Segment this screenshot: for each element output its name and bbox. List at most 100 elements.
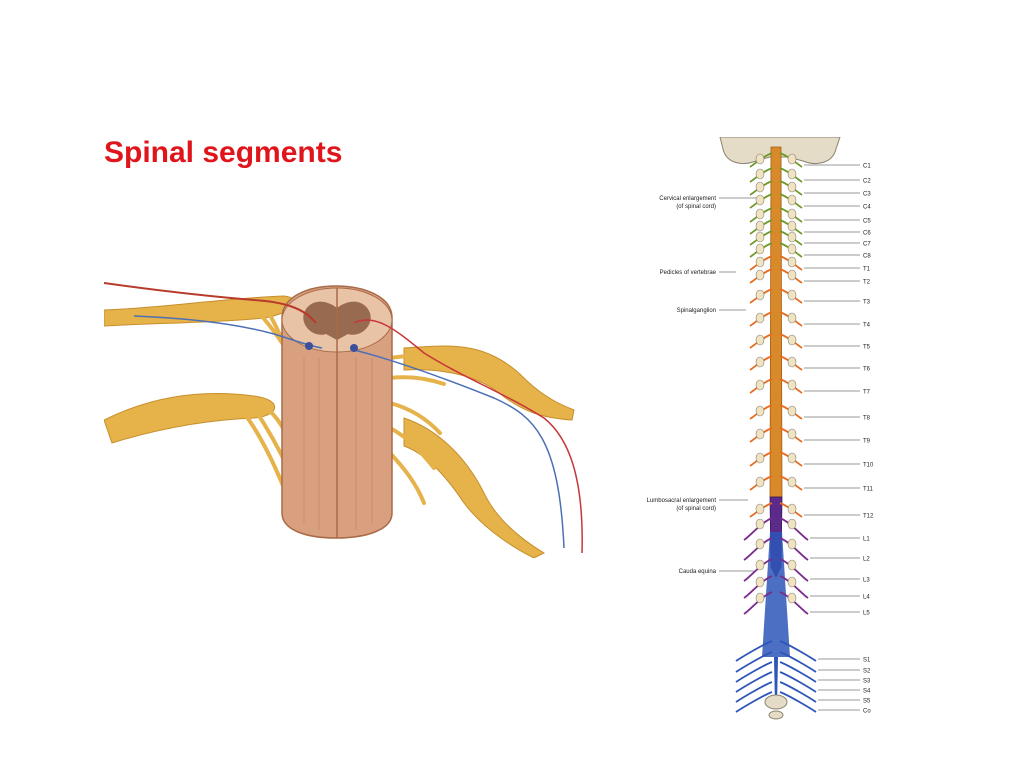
red-axon — [104, 282, 317, 324]
ganglion-left-C3 — [755, 181, 765, 193]
nerve-root-right-S1 — [779, 640, 817, 662]
segment-label-T4: T4 — [863, 323, 871, 329]
ganglion-left-T6 — [755, 356, 765, 368]
nerve-root-left-Co — [735, 691, 773, 713]
spinal-cord-column — [735, 146, 817, 720]
segment-label-L3: L3 — [863, 578, 870, 584]
segment-label-L5: L5 — [863, 611, 870, 617]
ganglion-left-C2 — [755, 168, 765, 180]
cauda-equina-label: Cauda equina — [679, 569, 717, 575]
ganglion-right-C4 — [787, 194, 797, 206]
segment-label-L4: L4 — [863, 595, 870, 601]
nerve-root-right-L2 — [779, 537, 809, 561]
ganglion-left-L2 — [755, 538, 765, 550]
segment-label-S3: S3 — [863, 679, 871, 685]
nerve-root-left-S2 — [735, 651, 773, 673]
segment-label-T6: T6 — [863, 367, 871, 373]
ganglion-right-T12 — [787, 503, 797, 515]
nerve-root-right-Co — [779, 691, 817, 713]
segment-label-T10: T10 — [863, 463, 874, 469]
lumbosacral-enlargement-label: Lumbosacral enlargement — [647, 498, 717, 504]
ganglion-left-T1 — [755, 256, 765, 268]
nerve-root-right-S4 — [779, 671, 817, 693]
ganglion-right-T5 — [787, 334, 797, 346]
ganglion-left-L3 — [755, 559, 765, 571]
ganglion-right-C5 — [787, 208, 797, 220]
ganglion-right-T2 — [787, 269, 797, 281]
nerve-root-right-S5 — [779, 681, 817, 703]
ganglion-right-L5 — [787, 592, 797, 604]
ganglion-left-T11 — [755, 476, 765, 488]
ganglion-right-L3 — [787, 559, 797, 571]
segment-label-S1: S1 — [863, 658, 871, 664]
ganglion-left-C4 — [755, 194, 765, 206]
ganglion-left-T8 — [755, 405, 765, 417]
slide-title: Spinal segments — [104, 136, 343, 169]
spinal-cord-segments-diagram: Cervical enlargement (of spinal cord) Pedi… — [588, 137, 886, 727]
ganglion-left-C1 — [755, 153, 765, 165]
red-axon-right — [353, 319, 583, 554]
ganglion-right-L2 — [787, 538, 797, 550]
ganglion-left-L4 — [755, 576, 765, 588]
ganglion-left-T9 — [755, 428, 765, 440]
ganglion-right-L1 — [787, 518, 797, 530]
lower-right-spinal-nerve — [403, 417, 546, 558]
ganglion-right-T3 — [787, 289, 797, 301]
segment-label-C3: C3 — [863, 192, 871, 198]
nerve-root-left-S3 — [735, 661, 773, 683]
nerve-root-left-S4 — [735, 671, 773, 693]
segment-label-L2: L2 — [863, 557, 870, 563]
ganglion-left-L1 — [755, 518, 765, 530]
coccyx-bone-lower — [768, 710, 784, 720]
segment-label-T2: T2 — [863, 280, 871, 286]
ganglion-right-C8 — [787, 243, 797, 255]
filum-terminale — [774, 657, 778, 707]
ganglion-left-C6 — [755, 220, 765, 232]
nerve-root-right-S2 — [779, 651, 817, 673]
ganglion-left-T12 — [755, 503, 765, 515]
blue-axon-right — [353, 349, 565, 549]
segment-label-S5: S5 — [863, 699, 871, 705]
segment-label-L1: L1 — [863, 537, 870, 543]
nerve-root-left-L5 — [743, 591, 773, 615]
segment-label-C4: C4 — [863, 205, 871, 211]
ganglion-right-C6 — [787, 220, 797, 232]
lumbosacral-enlargement-sublabel: (of spinal cord) — [676, 506, 716, 512]
ganglion-right-C7 — [787, 231, 797, 243]
nerve-root-left-S5 — [735, 681, 773, 703]
segment-label-Co: Co — [863, 709, 871, 715]
cauda-equina-fibers — [762, 532, 790, 657]
nerve-root-left-L1 — [743, 517, 773, 541]
ganglion-left-T4 — [755, 312, 765, 324]
nerve-root-right-S3 — [779, 661, 817, 683]
segment-label-C2: C2 — [863, 179, 871, 185]
ganglion-left-C8 — [755, 243, 765, 255]
upper-right-spinal-nerve — [403, 345, 575, 421]
ganglion-left-T7 — [755, 379, 765, 391]
segment-label-C8: C8 — [863, 254, 871, 260]
segment-label-S2: S2 — [863, 669, 871, 675]
ganglion-right-T6 — [787, 356, 797, 368]
ganglion-right-T11 — [787, 476, 797, 488]
cervical-enlargement-label: Cervical enlargement — [659, 196, 716, 202]
nerve-root-right-L5 — [779, 591, 809, 615]
segment-label-T5: T5 — [863, 345, 871, 351]
ganglion-right-T8 — [787, 405, 797, 417]
ganglion-right-C2 — [787, 168, 797, 180]
coccyx-bone — [764, 694, 788, 710]
segment-label-T7: T7 — [863, 390, 871, 396]
segment-label-group: C1C2C3C4C5C6C7C8T1T2T3T4T5T6T7T8T9T10T11… — [804, 164, 874, 715]
cord-cervical-thoracic — [769, 146, 783, 498]
pedicles-of-vertebrae-label: Pedicles of vertebrae — [660, 270, 717, 276]
cervical-enlargement-sublabel: (of spinal cord) — [676, 204, 716, 210]
spinal-cord-segment-illustration — [104, 282, 583, 558]
segment-label-T8: T8 — [863, 416, 871, 422]
segment-label-C5: C5 — [863, 219, 871, 225]
spinal-ganglion-label: Spinalganglion — [677, 308, 716, 314]
ganglion-right-T9 — [787, 428, 797, 440]
ganglion-right-T1 — [787, 256, 797, 268]
segment-label-S4: S4 — [863, 689, 871, 695]
ganglion-left-T10 — [755, 452, 765, 464]
ganglion-left-C7 — [755, 231, 765, 243]
nerve-root-right-L3 — [779, 558, 809, 582]
